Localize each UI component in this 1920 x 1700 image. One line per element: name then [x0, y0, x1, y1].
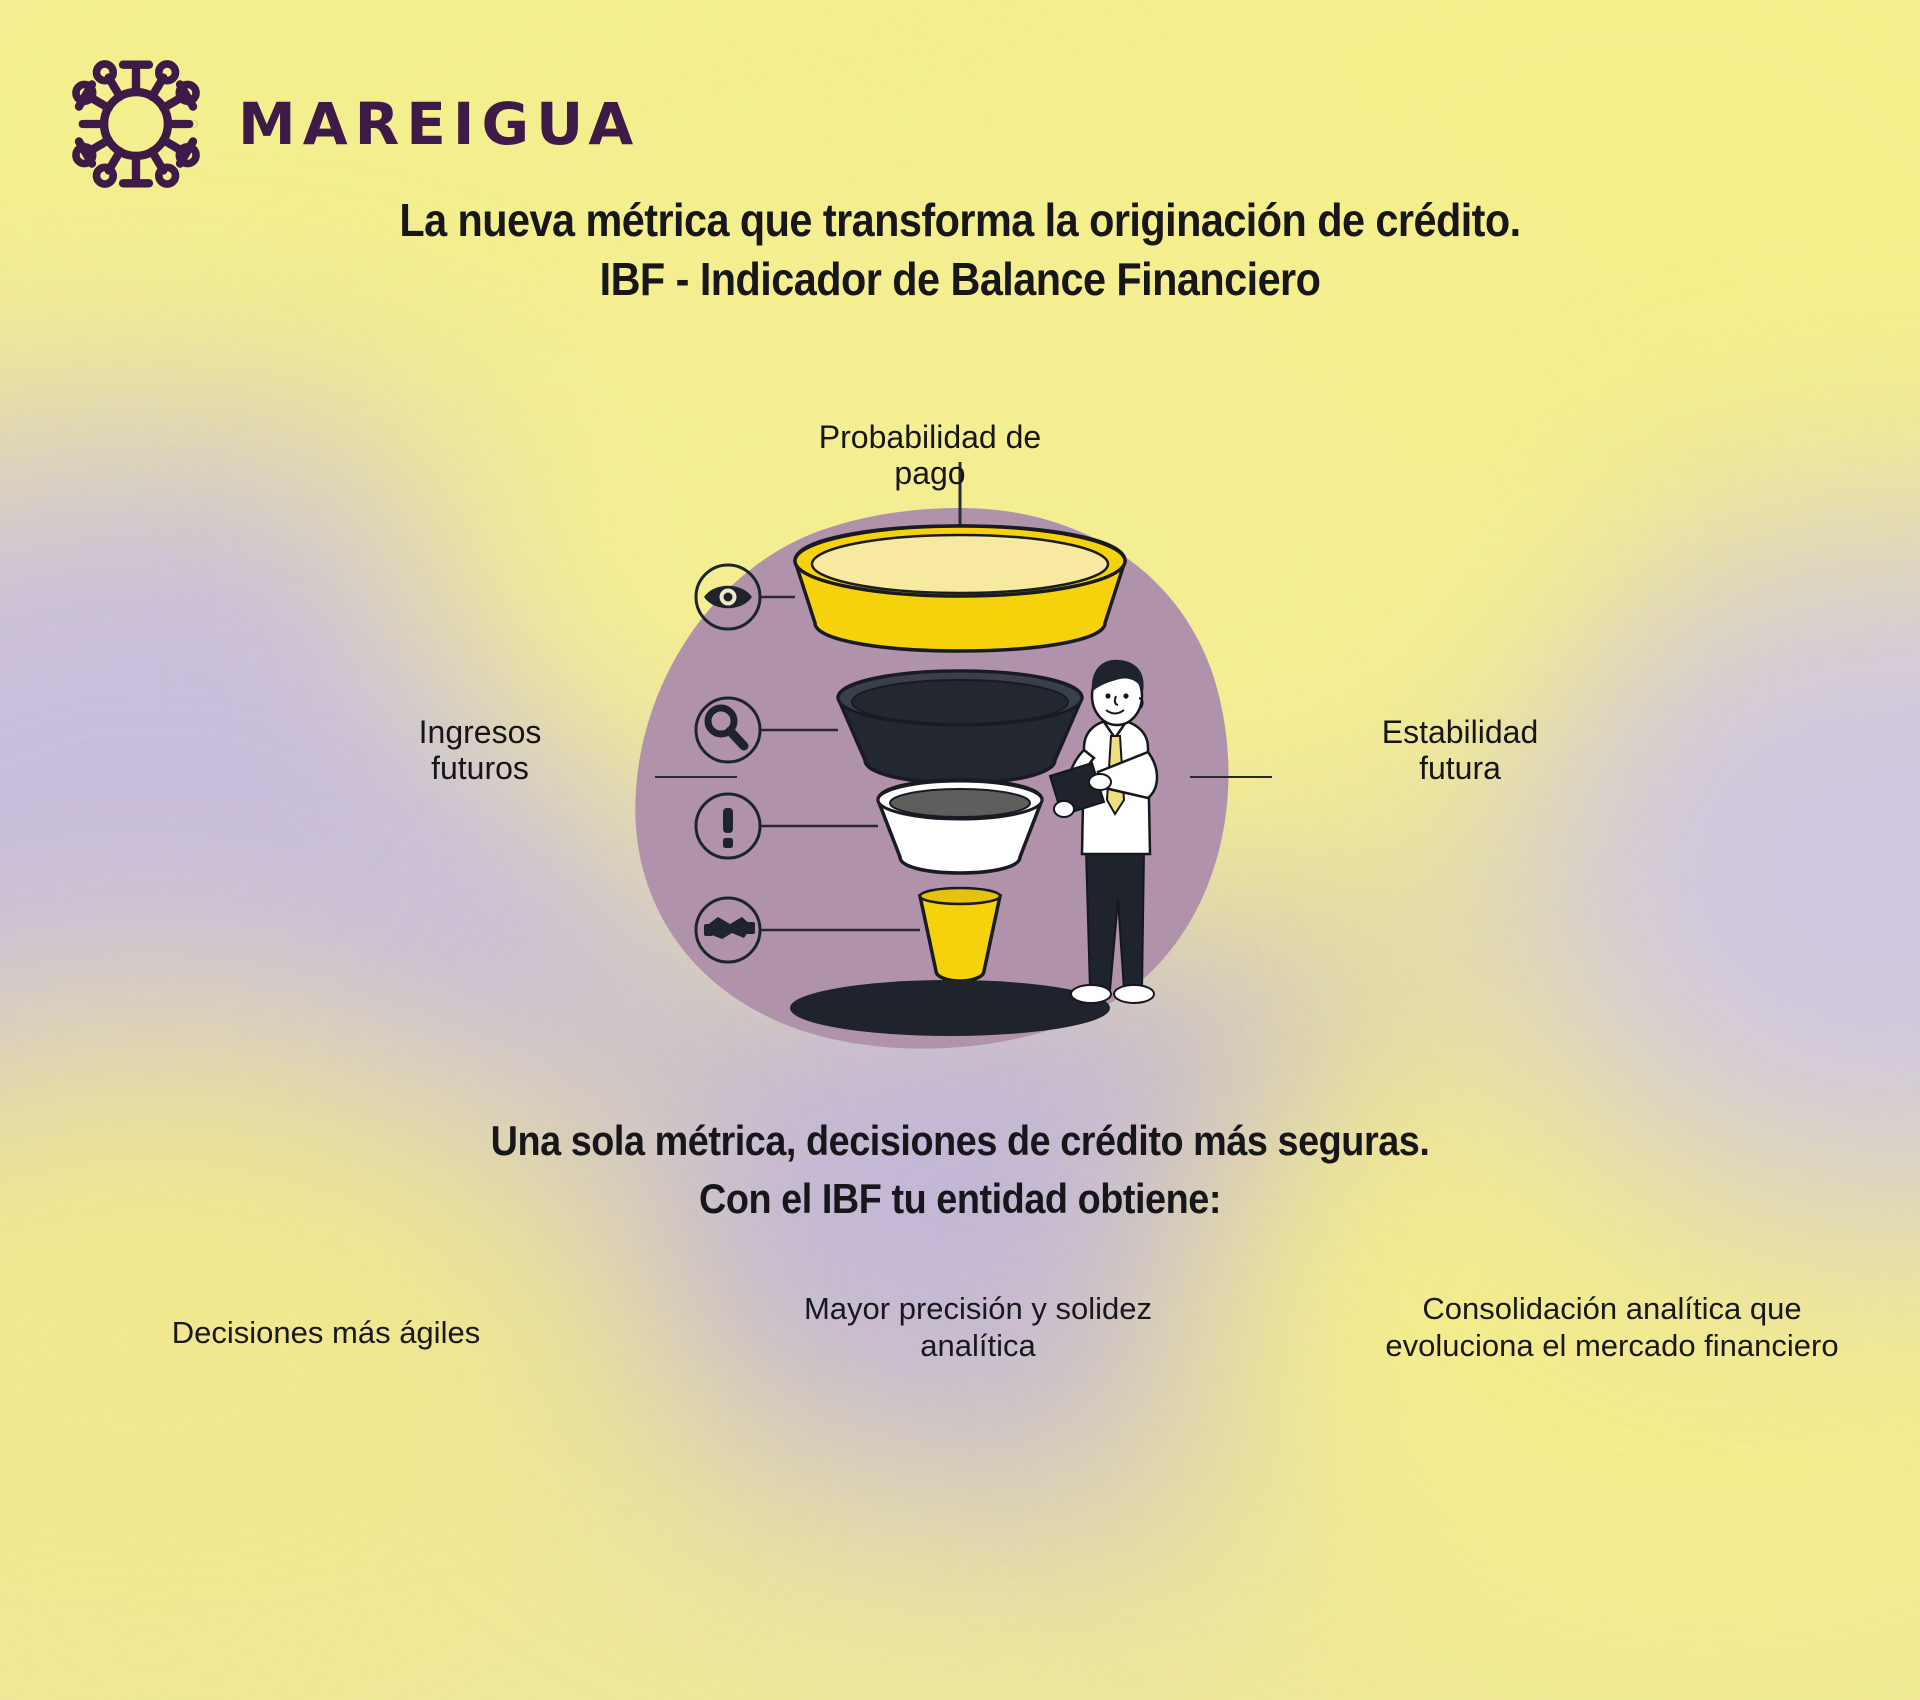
- mid-copy: Una sola métrica, decisiones de crédito …: [0, 1112, 1920, 1228]
- ground-shadow: [790, 980, 1110, 1036]
- sun-emblem-icon: [60, 48, 212, 200]
- brand-logo[interactable]: MAREIGUA: [60, 48, 640, 200]
- page-title: La nueva métrica que transforma la origi…: [0, 192, 1920, 310]
- midcopy-line-1: Una sola métrica, decisiones de crédito …: [96, 1112, 1824, 1170]
- connector-dash-left: [655, 776, 737, 778]
- benefit-item-1: Decisiones más ágiles: [0, 1290, 652, 1351]
- funnel-layer-top: [795, 526, 1125, 651]
- funnel-layer-third: [878, 780, 1042, 873]
- benefit-item-3: Consolidación analítica que evoluciona e…: [1304, 1290, 1920, 1364]
- headline-line-2: IBF - Indicador de Balance Financiero: [96, 248, 1824, 310]
- connector-dash-right: [1190, 776, 1272, 778]
- funnel-illustration: [0, 430, 1920, 1080]
- brand-wordmark: MAREIGUA: [238, 95, 640, 153]
- midcopy-line-2: Con el IBF tu entidad obtiene:: [96, 1170, 1824, 1228]
- benefit-item-2: Mayor precisión y solidez analítica: [652, 1290, 1304, 1364]
- label-ingresos-futuros: Ingresos futuros: [330, 715, 630, 787]
- headline-line-1: La nueva métrica que transforma la origi…: [96, 192, 1824, 248]
- funnel-layer-second: [838, 671, 1082, 783]
- label-probabilidad-de-pago: Probabilidad de pago: [760, 420, 1100, 492]
- label-estabilidad-futura: Estabilidad futura: [1290, 715, 1630, 787]
- funnel-diagram: Probabilidad de pago Ingresos futuros Es…: [0, 430, 1920, 1080]
- benefits-row: Decisiones más ágiles Mayor precisión y …: [0, 1290, 1920, 1364]
